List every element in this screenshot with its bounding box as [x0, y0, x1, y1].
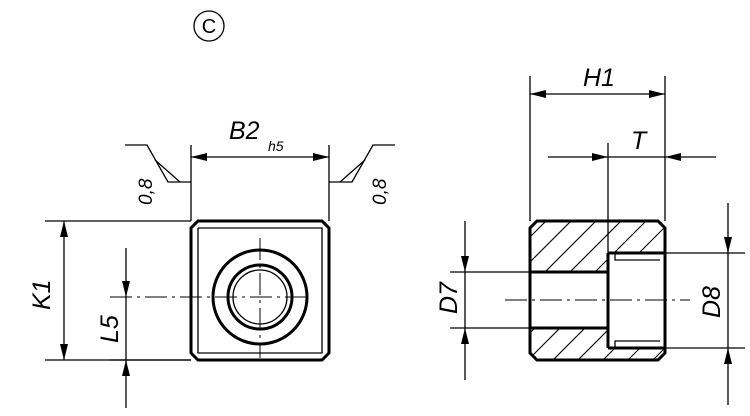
- roughness-right-label: 0,8: [370, 178, 391, 205]
- d8-dimension: D8: [665, 203, 745, 405]
- d7-label: D7: [435, 281, 463, 314]
- roughness-left-label: 0,8: [136, 178, 157, 205]
- h1-dimension: H1: [529, 64, 666, 221]
- d8-label: D8: [698, 286, 726, 318]
- variant-marker: C: [193, 10, 225, 42]
- side-view-outline: [528, 219, 667, 362]
- l5-dimension: L5: [96, 248, 191, 408]
- k1-label: K1: [28, 279, 56, 310]
- variant-marker-letter: C: [202, 16, 216, 38]
- t-dimension: T: [548, 127, 716, 253]
- t-label: T: [631, 127, 648, 155]
- b2-dimension: B2 h5: [190, 117, 330, 221]
- front-view-outline: [189, 219, 331, 362]
- b2-tolerance-label: h5: [268, 138, 284, 154]
- roughness-symbol-right: 0,8: [329, 144, 395, 205]
- d7-dimension: D7: [435, 221, 530, 380]
- b2-label: B2: [229, 117, 260, 145]
- l5-label: L5: [96, 315, 124, 343]
- roughness-symbol-left: 0,8: [125, 144, 191, 205]
- counterbore-chamfer-line: [614, 253, 660, 261]
- front-view: [110, 219, 331, 362]
- h1-label: H1: [583, 64, 615, 92]
- side-view: [505, 219, 690, 362]
- front-view-chamfer-edge: [197, 227, 323, 354]
